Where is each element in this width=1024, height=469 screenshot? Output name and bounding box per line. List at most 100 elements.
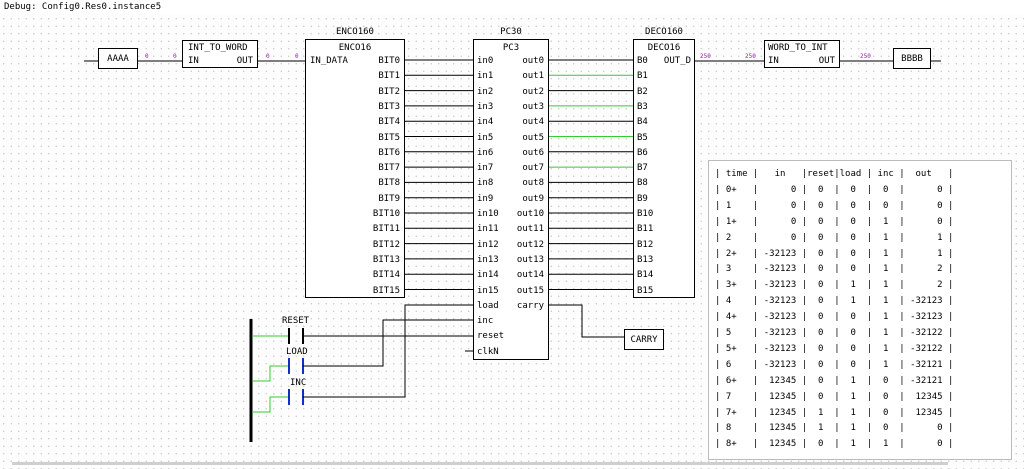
enco-pin-bit3: BIT3 — [378, 101, 400, 112]
window-title: Debug: Config0.Res0.instance5 — [4, 2, 162, 12]
deco-pin-b2: B2 — [637, 86, 648, 97]
variable-aaaa[interactable]: AAAA — [98, 48, 138, 69]
pc-out-pin-out11: out11 — [516, 224, 544, 235]
contact-reset-label: RESET — [282, 316, 310, 326]
word-to-int-type: WORD_TO_INT — [768, 43, 828, 53]
table-header: | time | in |reset|load | inc | out | — [715, 169, 954, 179]
pc-in-pin-in3: in3 — [477, 101, 494, 112]
pc-out-pin-out7: out7 — [522, 163, 544, 174]
pc3-type: PC3 — [502, 43, 520, 53]
pc-out-pin-carry: carry — [516, 300, 544, 311]
deco16-out-pin: OUT_D — [663, 56, 691, 66]
table-row: | 7 | 12345 | 0 | 1 | 0 | 12345 | — [715, 391, 954, 402]
deco-pin-b11: B11 — [637, 224, 654, 235]
contact-inc-label: INC — [290, 378, 307, 388]
pc-in-pin-in9: in9 — [477, 193, 494, 204]
int-to-word-block[interactable]: INT_TO_WORD IN OUT — [182, 40, 258, 68]
wire-carry — [549, 304, 624, 338]
pc-in-pin-in7: in7 — [477, 163, 494, 174]
aaaa-value: 0 — [145, 53, 149, 60]
pc-in-pin-clkn: clkN — [477, 346, 499, 357]
pc-in-pin-in6: in6 — [477, 147, 494, 158]
enco16-in-data-pin: IN_DATA — [310, 56, 348, 66]
enco-pin-bit5: BIT5 — [378, 132, 400, 143]
table-row: | 4+ | -32123 | 0 | 0 | 1 | -32123 | — [715, 312, 954, 323]
table-row: | 2+ | -32123 | 0 | 0 | 1 | 1 | — [715, 248, 954, 259]
variable-aaaa-label: AAAA — [107, 54, 129, 64]
pc-in-pin-in4: in4 — [477, 117, 494, 128]
table-row: | 0+ | 0 | 0 | 0 | 0 | 0 | — [715, 184, 954, 195]
enco-pin-bit2: BIT2 — [378, 86, 400, 97]
int-to-word-in-value: 0 — [173, 53, 177, 60]
deco-pin-b8: B8 — [637, 178, 648, 189]
table-row: | 4 | -32123 | 0 | 1 | 1 | -32123 | — [715, 296, 954, 307]
pc-out-pin-out4: out4 — [522, 117, 544, 128]
pc-out-pin-out12: out12 — [516, 239, 544, 250]
table-row: | 8 | 12345 | 1 | 1 | 0 | 0 | — [715, 423, 954, 434]
enco-pin-bit12: BIT12 — [372, 239, 400, 250]
enco-instance-name: ENCO160 — [336, 27, 374, 37]
pc-in-pin-in1: in1 — [477, 71, 494, 82]
table-row: | 5 | -32123 | 0 | 0 | 1 | -32122 | — [715, 328, 954, 338]
word-to-int-out-value: 250 — [860, 53, 871, 60]
wire-inc-pc — [303, 304, 473, 398]
table-row: | 6 | -32123 | 0 | 0 | 1 | -32121 | — [715, 359, 954, 370]
monitor-table[interactable]: | time | in |reset|load | inc | out | | … — [708, 160, 1012, 460]
pc-in-pin-in0: in0 — [477, 56, 494, 66]
enco-pin-bit8: BIT8 — [378, 178, 400, 189]
word-to-int-out-pin: OUT — [818, 56, 835, 66]
pc-out-pin-out5: out5 — [522, 132, 544, 143]
enco-pin-bit1: BIT1 — [378, 71, 400, 82]
int-to-word-type: INT_TO_WORD — [188, 43, 248, 53]
word-to-int-in-pin: IN — [768, 56, 779, 66]
pc-in-pin-in12: in12 — [477, 239, 499, 250]
enco-pin-bit7: BIT7 — [378, 163, 400, 174]
deco-pin-b4: B4 — [637, 117, 648, 128]
enco-pin-bit14: BIT14 — [372, 270, 400, 281]
wire-rail-load — [252, 365, 289, 382]
int-to-word-out-value: 0 — [266, 53, 270, 60]
pc-in-pin-in14: in14 — [477, 270, 499, 281]
variable-carry-label: CARRY — [630, 335, 658, 345]
pc-in-pin-in5: in5 — [477, 132, 494, 143]
word-to-int-block[interactable]: WORD_TO_INT IN OUT — [764, 40, 840, 68]
enco-pin-bit6: BIT6 — [378, 147, 400, 158]
contact-load-label: LOAD — [286, 347, 308, 357]
pc-in-pin-inc: inc — [477, 316, 494, 327]
enco-in-value: 0 — [295, 53, 299, 60]
pc-out-pin-out10: out10 — [516, 209, 544, 219]
pc-in-pin-in13: in13 — [477, 254, 499, 265]
deco-pin-b0: B0 — [637, 56, 648, 66]
variable-bbbb[interactable]: BBBB — [893, 48, 931, 69]
enco16-type: ENCO16 — [338, 43, 372, 53]
deco-instance-name: DECO160 — [645, 27, 683, 37]
enco-pin-bit11: BIT11 — [372, 224, 400, 235]
pc-out-pin-out3: out3 — [522, 101, 544, 112]
deco-pin-b10: B10 — [637, 209, 654, 219]
table-row: | 2 | 0 | 0 | 0 | 1 | 1 | — [715, 232, 954, 243]
table-row: | 5+ | -32123 | 0 | 0 | 1 | -32122 | — [715, 343, 954, 354]
enco-pin-bit4: BIT4 — [378, 117, 400, 128]
table-row: | 6+ | 12345 | 0 | 1 | 0 | -32121 | — [715, 375, 954, 386]
table-row: | 3 | -32123 | 0 | 0 | 1 | 2 | — [715, 264, 954, 275]
pc-instance-name: PC30 — [500, 27, 522, 37]
horizontal-scrollbar[interactable] — [12, 462, 948, 465]
title-bar: Debug: Config0.Res0.instance5 — [0, 0, 1024, 14]
wire-load-pc — [303, 319, 473, 367]
pc-in-pin-reset: reset — [477, 331, 505, 342]
pc-in-pin-in15: in15 — [477, 285, 499, 296]
word-to-int-in-value: 250 — [745, 53, 756, 60]
pc-out-pin-out1: out1 — [522, 71, 544, 82]
enco-pin-bit13: BIT13 — [372, 254, 400, 265]
pc-out-pin-out14: out14 — [516, 270, 544, 281]
deco-pin-b3: B3 — [637, 101, 648, 112]
table-row: | 1+ | 0 | 0 | 0 | 1 | 0 | — [715, 216, 954, 227]
variable-carry[interactable]: CARRY — [624, 329, 664, 350]
table-row: | 1 | 0 | 0 | 0 | 0 | 0 | — [715, 200, 954, 211]
int-to-word-in-pin: IN — [188, 56, 199, 66]
pc-in-pin-in11: in11 — [477, 224, 499, 235]
